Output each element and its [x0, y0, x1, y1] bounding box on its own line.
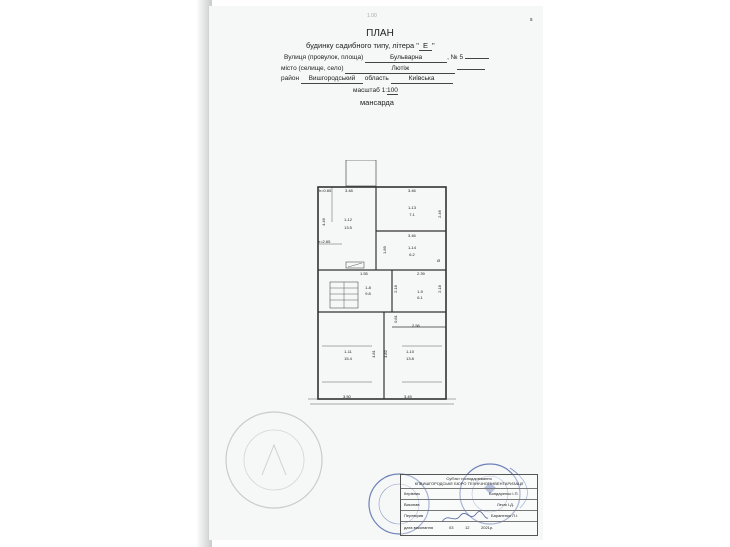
dim-189: 1.89 [381, 246, 387, 254]
room-1-14-id: 1-14 [407, 245, 416, 250]
dim-mid-346: 3.46 [408, 233, 416, 238]
room-1-8-id: 1-8 [365, 285, 371, 290]
dim-218a: 2.18 [392, 285, 398, 293]
dim-239: 2.39 [417, 271, 425, 276]
round-seal-left [368, 473, 430, 535]
city-line: місто (селище, село) Лютіж [281, 65, 486, 74]
floor-plan [308, 160, 456, 405]
dim-left-446: 4.46 [320, 218, 326, 226]
dim-482: 4.82 [382, 350, 388, 358]
dim-218b: 2.18 [436, 285, 442, 293]
stamp-row-2: Виконав Лесю І.Д. [401, 499, 537, 511]
dim-081: 0.81 [392, 315, 398, 323]
street-line: Вулиця (провулок, площа) Бульварна, № 5 [284, 54, 489, 63]
signature [441, 511, 489, 523]
room-1-10-id: 1-10 [405, 349, 414, 354]
stamp-table: Суб'єкт господарювання КПВИШГОРОДСЬКЕ БЮ… [400, 474, 538, 536]
stamp-row-1: Керівник Бондаренко І.П. [401, 488, 537, 500]
dim-right-246: 2.46 [436, 210, 442, 218]
balcony-outline [345, 160, 377, 187]
dim-h065: h=0.65 [319, 188, 332, 193]
floor-label: мансарда [360, 98, 394, 107]
room-1-13-area: 7.1 [409, 212, 415, 217]
room-1-10-area: 13.8 [406, 356, 414, 361]
district-line: район Вишгородський область Київська [281, 75, 453, 84]
room-1-8-area: 9.8 [365, 291, 371, 296]
scale-line: масштаб 1:100 [353, 87, 398, 95]
stamp-org2: КПВИШГОРОДСЬКЕ БЮРО ТЕХНІЧНОЇ ІНВЕНТАРИЗ… [414, 481, 524, 486]
room-1-12-area: 13.5 [344, 225, 352, 230]
stamp-org: Суб'єкт господарювання [446, 476, 492, 481]
room-1-9-area: 6.1 [417, 295, 423, 300]
room-1-13-id: 1-13 [407, 205, 416, 210]
dim-155: 1.55 [360, 271, 368, 276]
dim-top-left: 3.48 [345, 188, 353, 193]
dim-bottom-left: 3.50 [343, 394, 351, 399]
dim-256: 2.56 [412, 323, 420, 328]
faded-seal-left [225, 411, 323, 509]
round-seal-right [459, 463, 528, 525]
dim-481: 4.81 [370, 350, 376, 358]
plan-title: ПЛАН [366, 28, 394, 39]
diameter-mark: Ø [437, 258, 441, 263]
stamp-row-date: дата виконання 03 12 2021р. [401, 521, 537, 533]
stamp-row-3: Перевірив Бараненко Л.І. [401, 510, 537, 522]
plan-subtitle: будинку садибного типу, літера "Е" [306, 41, 435, 51]
room-1-9-id: 1-9 [417, 289, 423, 294]
corner-mark: s [530, 17, 533, 23]
room-1-11-area: 15.4 [344, 356, 352, 361]
top-mark: 1.00 [367, 13, 377, 19]
room-1-14-area: 6.2 [409, 252, 415, 257]
room-1-12-id: 1-12 [343, 217, 352, 222]
dim-top-right: 3.46 [408, 188, 416, 193]
room-1-11-id: 1-11 [344, 349, 352, 354]
document-page [208, 6, 543, 540]
dim-h265: h=2.65 [318, 239, 331, 244]
dim-bottom-right: 3.49 [404, 394, 412, 399]
